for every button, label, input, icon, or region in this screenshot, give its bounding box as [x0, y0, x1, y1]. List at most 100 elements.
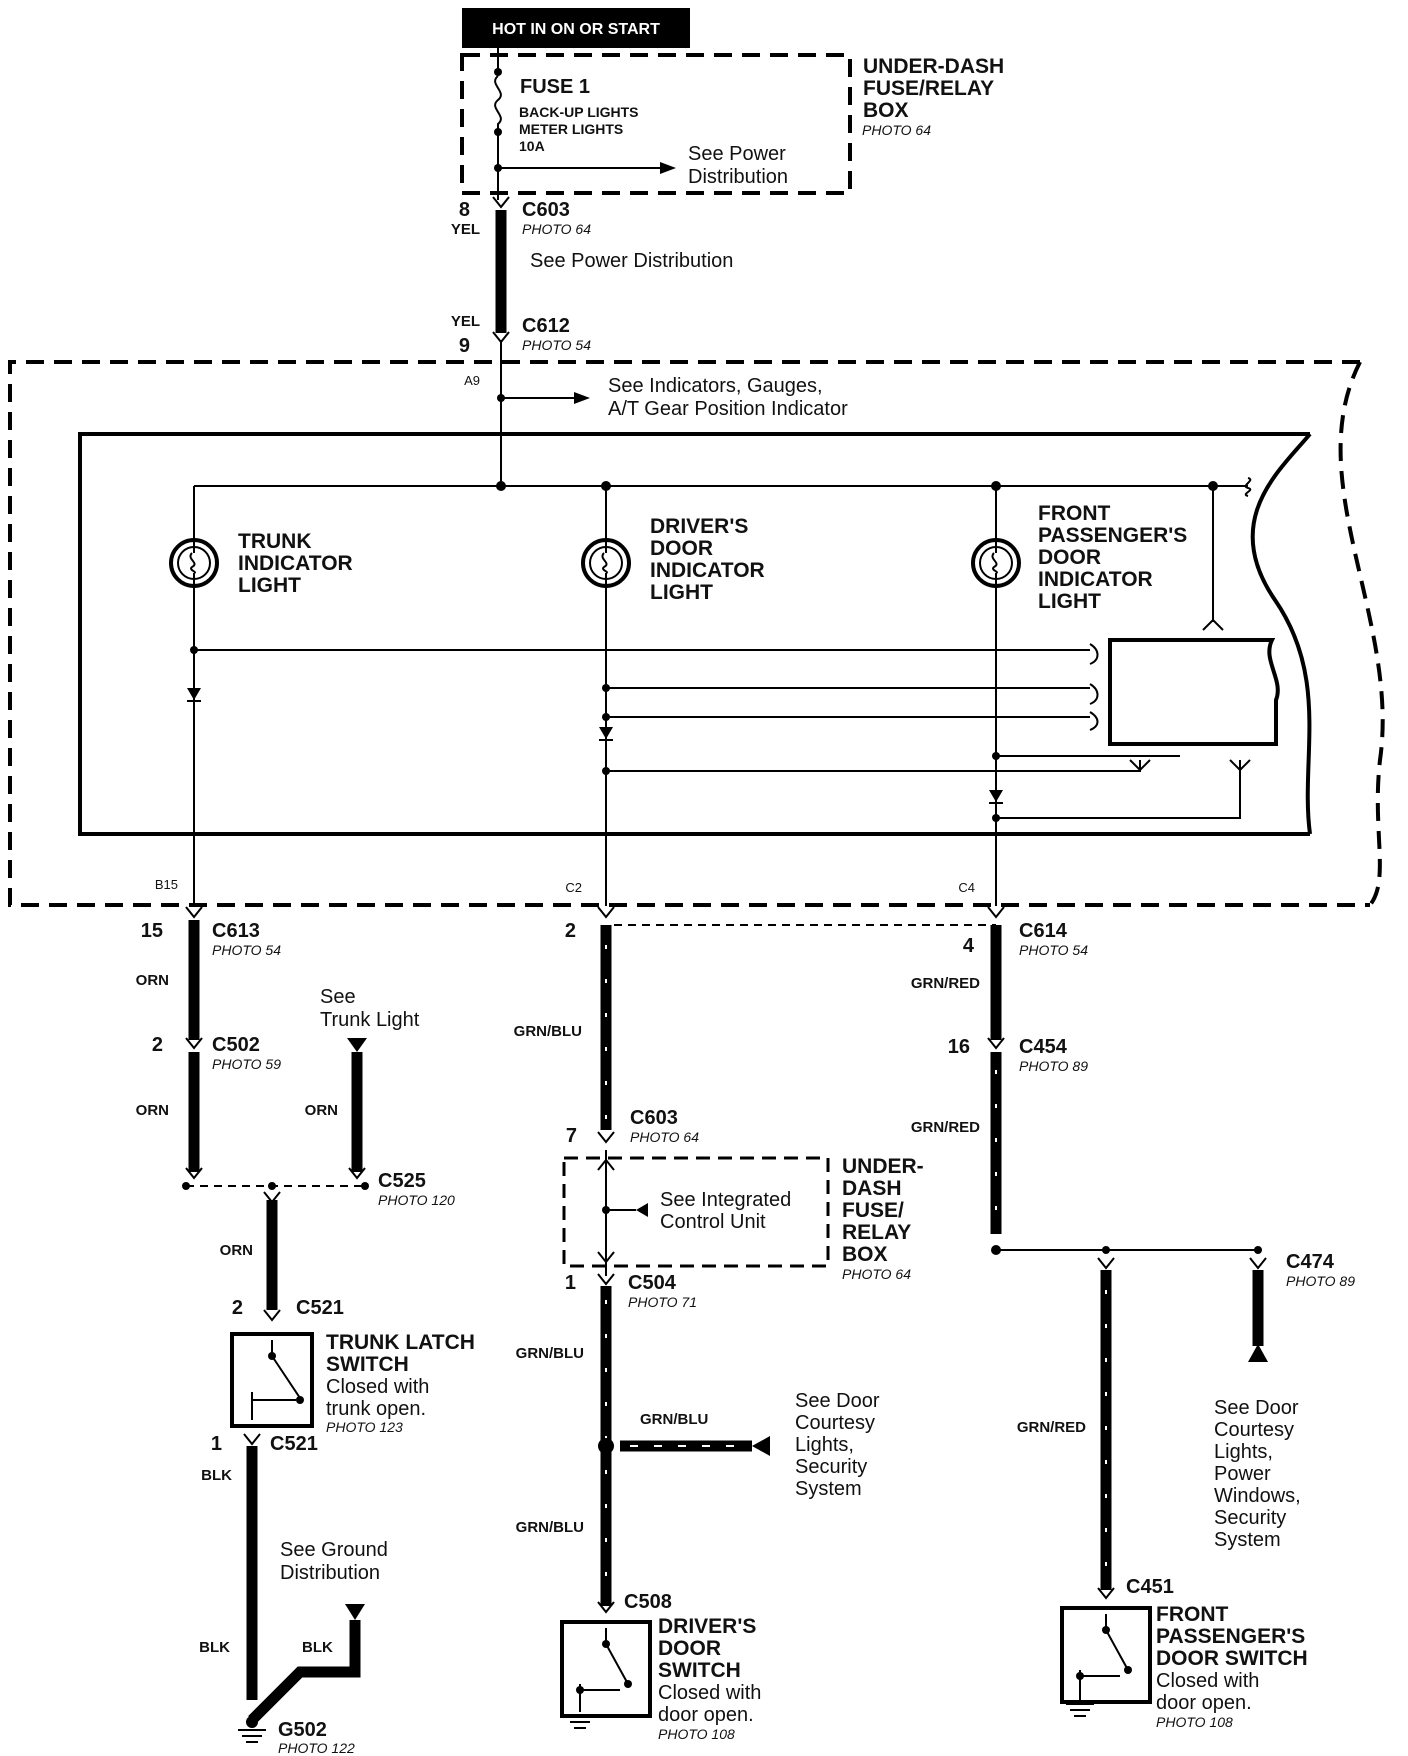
- see-door-mid-1: See Door: [795, 1390, 880, 1412]
- c603-photo: PHOTO 64: [522, 221, 591, 237]
- see-power-mid: See Power Distribution: [530, 250, 733, 272]
- see-door-mid-3: Lights,: [795, 1434, 854, 1456]
- middle-branch: 2 GRN/BLU 7 C603 PHOTO 64 See Integrated…: [514, 906, 996, 1742]
- pin-a9: A9: [464, 373, 480, 388]
- see-trunk-2: Trunk Light: [320, 1009, 420, 1031]
- c603-mid-label: C603: [630, 1107, 678, 1129]
- c504-label: C504: [628, 1272, 677, 1294]
- passenger-light-label-2: PASSENGER'S: [1038, 524, 1187, 547]
- trunk-switch-desc-1: Closed with: [326, 1376, 429, 1398]
- c521-top-pin: 2: [232, 1297, 243, 1319]
- arrow-icon: [574, 392, 590, 404]
- c502-pin: 2: [152, 1034, 163, 1056]
- right-branch: 4 C614 PHOTO 54 GRN/RED 16 C454 PHOTO 89…: [911, 906, 1355, 1730]
- fuse-rating: 10A: [519, 138, 545, 154]
- wire-orn-3: ORN: [305, 1102, 338, 1119]
- c454-photo: PHOTO 89: [1019, 1058, 1088, 1074]
- mid-box-photo: PHOTO 64: [842, 1266, 911, 1282]
- see-icu-2: Control Unit: [660, 1211, 766, 1233]
- c612-photo: PHOTO 54: [522, 337, 591, 353]
- gauge-assembly: A9 See Indicators, Gauges, A/T Gear Posi…: [8, 360, 1385, 907]
- c504-pin: 1: [565, 1272, 576, 1294]
- wire-blk-1: BLK: [201, 1467, 232, 1484]
- passenger-switch-photo: PHOTO 108: [1156, 1714, 1233, 1730]
- passenger-light-label-3: DOOR: [1038, 546, 1101, 569]
- c613-label: C613: [212, 920, 260, 942]
- c521-bot-pin: 1: [211, 1433, 222, 1455]
- c603-label: C603: [522, 199, 570, 221]
- trunk-switch-photo: PHOTO 123: [326, 1419, 403, 1435]
- c603-pin: 8: [459, 199, 470, 221]
- see-door-right-2: Courtesy: [1214, 1419, 1294, 1441]
- c614-pin-2: 2: [565, 920, 576, 942]
- g502-label: G502: [278, 1719, 327, 1741]
- c614-label: C614: [1019, 920, 1068, 942]
- passenger-switch-desc-1: Closed with: [1156, 1670, 1259, 1692]
- passenger-light-label-5: LIGHT: [1038, 590, 1101, 613]
- trunk-switch-title-2: SWITCH: [326, 1353, 409, 1376]
- arrow-left-icon: [636, 1203, 648, 1217]
- trunk-switch-desc-2: trunk open.: [326, 1398, 426, 1420]
- c525-photo: PHOTO 120: [378, 1192, 455, 1208]
- mid-box-title-4: RELAY: [842, 1221, 911, 1244]
- arrow-right-icon: [752, 1436, 770, 1456]
- mid-box-title-3: FUSE/: [842, 1199, 904, 1222]
- wire-orn-2: ORN: [136, 1102, 169, 1119]
- passenger-light-label-4: INDICATOR: [1038, 568, 1153, 591]
- pin-c4: C4: [958, 880, 975, 895]
- under-dash-fuse-box-top: FUSE 1 BACK-UP LIGHTS METER LIGHTS 10A S…: [460, 48, 1004, 200]
- control-module: [1108, 638, 1280, 746]
- wire-grn-red-1: GRN/RED: [911, 975, 980, 992]
- c502-photo: PHOTO 59: [212, 1056, 281, 1072]
- mid-box-title-1: UNDER-: [842, 1155, 924, 1178]
- passenger-switch-title-3: DOOR SWITCH: [1156, 1647, 1308, 1670]
- c451-label: C451: [1126, 1576, 1174, 1598]
- fuse-line2: METER LIGHTS: [519, 121, 623, 137]
- box-title-1: UNDER-DASH: [863, 55, 1004, 78]
- driver-switch-desc-1: Closed with: [658, 1682, 761, 1704]
- c454-label: C454: [1019, 1036, 1068, 1058]
- left-branch: 15 C613 PHOTO 54 ORN 2 C502 PHOTO 59 ORN…: [136, 906, 475, 1756]
- driver-switch-desc-2: door open.: [658, 1704, 754, 1726]
- see-indicators-1: See Indicators, Gauges,: [608, 375, 823, 397]
- wire-grn-blu-1: GRN/BLU: [514, 1023, 582, 1040]
- mid-box-title-5: BOX: [842, 1243, 888, 1266]
- see-door-right-7: System: [1214, 1529, 1281, 1551]
- passenger-bulb-icon: [971, 538, 1021, 588]
- fuse-line1: BACK-UP LIGHTS: [519, 104, 639, 120]
- trunk-switch-title-1: TRUNK LATCH: [326, 1331, 475, 1354]
- pin-b15: B15: [155, 877, 178, 892]
- see-indicators-2: A/T Gear Position Indicator: [608, 398, 848, 420]
- box-photo: PHOTO 64: [862, 122, 931, 138]
- see-ground-1: See Ground: [280, 1539, 388, 1561]
- wire-blk-2: BLK: [199, 1639, 230, 1656]
- driver-switch-title-3: SWITCH: [658, 1659, 741, 1682]
- arrow-icon: [660, 162, 676, 174]
- trunk-bulb-icon: [169, 538, 219, 588]
- c612-label: C612: [522, 315, 570, 337]
- c521-top-label: C521: [296, 1297, 344, 1319]
- see-door-mid-4: Security: [795, 1456, 867, 1478]
- wire-grn-blu-3: GRN/BLU: [640, 1411, 708, 1428]
- c612-wire-color: YEL: [451, 313, 480, 330]
- trunk-light-label-3: LIGHT: [238, 574, 301, 597]
- passenger-light-label-1: FRONT: [1038, 502, 1110, 525]
- arrow-up-icon: [1248, 1344, 1268, 1362]
- yel-wire-top: 8 YEL C603 PHOTO 64 See Power Distributi…: [451, 196, 733, 362]
- see-door-right-1: See Door: [1214, 1397, 1299, 1419]
- see-door-right-6: Security: [1214, 1507, 1286, 1529]
- wire-grn-red-3: GRN/RED: [1017, 1419, 1086, 1436]
- driver-light-label-4: LIGHT: [650, 581, 713, 604]
- pin-c2: C2: [565, 880, 582, 895]
- c614-photo: PHOTO 54: [1019, 942, 1088, 958]
- c603-mid-pin: 7: [566, 1125, 577, 1147]
- see-ground-2: Distribution: [280, 1562, 380, 1584]
- see-power-1: See Power: [688, 143, 786, 165]
- passenger-switch-title-2: PASSENGER'S: [1156, 1625, 1305, 1648]
- c603-mid-photo: PHOTO 64: [630, 1129, 699, 1145]
- c454-pin: 16: [948, 1036, 970, 1058]
- driver-switch-title-2: DOOR: [658, 1637, 721, 1660]
- wire-grn-blu-4: GRN/BLU: [516, 1519, 584, 1536]
- see-power-2: Distribution: [688, 166, 788, 188]
